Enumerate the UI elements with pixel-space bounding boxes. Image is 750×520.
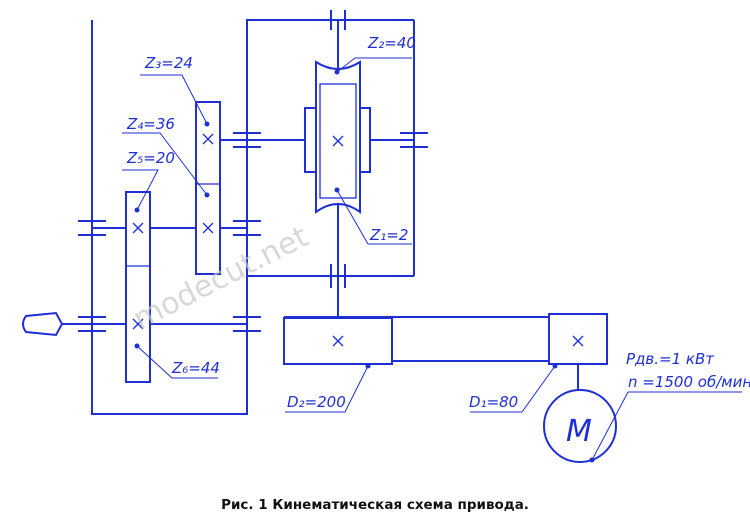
worm-wheel-z2 [315,60,361,214]
labels: Z₂=40 Z₁=2 Z₃=24 Z₄=36 Z₅=20 Z₆=44 D₂=20… [126,34,750,411]
bearing-left-upper [78,220,106,236]
bearing-mid-lower [233,316,261,332]
label-z6: Z₆=44 [171,359,220,377]
bearing-top [330,10,346,30]
leaders [122,57,742,463]
label-d1: D₁=80 [469,393,518,411]
label-z3: Z₃=24 [144,54,193,72]
label-z2: Z₂=40 [367,34,416,52]
belt-drive [283,313,608,365]
bearing-left-lower [78,316,106,332]
label-speed: n =1500 об/мин. [628,373,750,391]
motor-symbol: M [566,414,592,449]
motor [543,389,617,463]
gear-z5-z6 [125,191,151,383]
label-z5: Z₅=20 [126,149,175,167]
bearing-mid-center [233,220,261,236]
gear-z3-z4 [195,101,221,275]
bearings [78,10,428,332]
bearing-mid-top [233,132,261,148]
output-shaft-end [22,311,64,337]
bearing-right [400,132,428,148]
label-z1: Z₁=2 [369,226,408,244]
kinematic-scheme: M Z₂=40 Z₁=2 Z₃=24 Z₄=36 Z₅=20 Z₆=44 D₂=… [22,10,750,463]
label-power: Pдв.=1 кВт [626,350,715,368]
label-z4: Z₄=36 [126,115,175,133]
figure-caption: Рис. 1 Кинематическая схема привода. [221,497,529,513]
bearing-bottom [330,264,346,288]
label-d2: D₂=200 [287,393,346,411]
